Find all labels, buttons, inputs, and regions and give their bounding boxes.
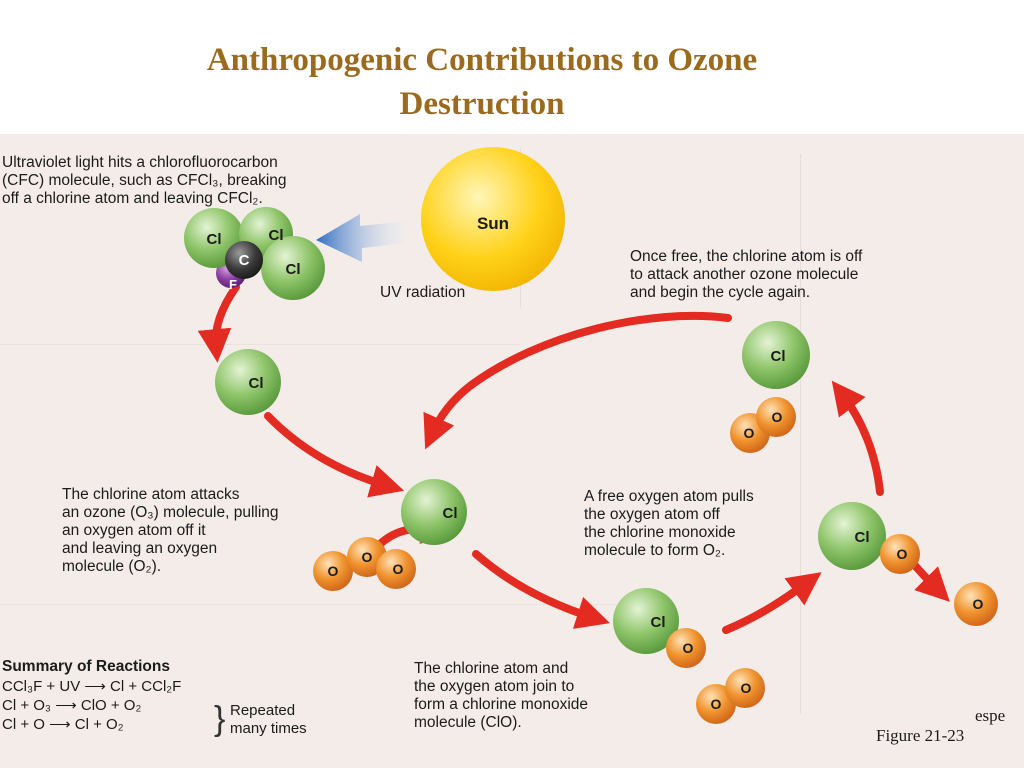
o-label: O	[772, 409, 783, 425]
slide-title: Anthropogenic Contributions to Ozone Des…	[0, 38, 964, 126]
caption-line: Once free, the chlorine atom is off	[630, 248, 863, 265]
arrow-to-clo	[472, 550, 611, 629]
caption-line: The chlorine atom and	[414, 660, 569, 677]
brace-icon: }	[214, 700, 226, 738]
cl-label: Cl	[443, 505, 458, 522]
arrow-clo-to-free-o	[722, 572, 822, 634]
summary-title: Summary of Reactions	[2, 658, 170, 675]
repeated-line: many times	[230, 720, 307, 737]
caption-free-chlorine: Once free, the chlorine atom is off to a…	[630, 248, 862, 302]
arrow-o2-released	[908, 558, 950, 602]
reaction-equation-1: CCl₃F + UV ⟶ Cl + CCl₂F	[2, 678, 182, 695]
caption-line: The chlorine atom attacks	[62, 486, 240, 503]
caption-line: an ozone (O₃) molecule, pulling	[62, 504, 279, 521]
repeated-line: Repeated	[230, 702, 296, 719]
uv-arrow	[316, 214, 418, 262]
figure-label: Figure 21-23	[876, 726, 965, 745]
arrow-cfc-to-cl	[197, 283, 240, 363]
caption-line: the oxygen atom join to	[414, 678, 575, 695]
caption-line: (CFC) molecule, such as CFCl₃, breaking	[2, 172, 287, 189]
caption-line: the chlorine monoxide	[584, 524, 736, 541]
free-chlorine-left	[215, 349, 281, 415]
f-label: F	[229, 277, 237, 292]
chlorine-atom	[215, 349, 281, 415]
title-line-1: Anthropogenic Contributions to Ozone	[206, 42, 758, 78]
chlorine-atom	[818, 502, 886, 570]
caption-line: and leaving an oxygen	[62, 540, 218, 557]
o-label: O	[362, 549, 373, 565]
margin-text: espe	[975, 706, 1006, 725]
caption-line: Ultraviolet light hits a chlorofluorocar…	[2, 154, 278, 171]
caption-line: to attack another ozone molecule	[630, 266, 859, 283]
oxygen-atom	[376, 549, 416, 589]
oxygen-atom	[880, 534, 920, 574]
chlorine-monoxide-molecule	[613, 588, 706, 668]
o-label: O	[683, 640, 694, 656]
caption-uv-hit: Ultraviolet light hits a chlorofluorocar…	[2, 154, 287, 208]
o-label: O	[711, 696, 722, 712]
sun-icon	[421, 147, 565, 291]
cfc-molecule	[184, 207, 325, 300]
cl-label: Cl	[207, 231, 222, 248]
caption-line: the oxygen atom off	[584, 506, 720, 523]
oxygen-molecule-bottom	[696, 668, 765, 724]
caption-chlorine-attacks: The chlorine atom attacks an ozone (O₃) …	[62, 486, 279, 576]
caption-line: A free oxygen atom pulls	[584, 488, 754, 505]
sun-group	[421, 147, 565, 291]
atom-labels: Sun Cl Cl Cl C F Cl Cl O O O Cl O O O Cl…	[207, 214, 984, 712]
ozone-cycle-figure: Sun Cl Cl Cl C F Cl Cl O O O Cl O O O Cl…	[0, 134, 1024, 768]
chlorine-attacking-ozone	[313, 479, 467, 591]
reaction-equation-2: Cl + O₃ ⟶ ClO + O₂	[2, 697, 142, 714]
o-label: O	[393, 561, 404, 577]
cl-label: Cl	[269, 227, 284, 244]
repeated-note: Repeated many times	[230, 702, 307, 738]
uv-arrow-icon	[316, 214, 418, 262]
o-label: O	[741, 680, 752, 696]
chlorine-atom	[742, 321, 810, 389]
title-line-2: Destruction	[399, 86, 565, 122]
reaction-equation-3: Cl + O ⟶ Cl + O₂	[2, 716, 124, 733]
cl-label: Cl	[286, 261, 301, 278]
chlorine-monoxide-right	[818, 502, 998, 626]
c-label: C	[239, 252, 250, 269]
arrow-to-free-cl	[831, 380, 884, 496]
uv-radiation-label: UV radiation	[380, 284, 465, 301]
caption-line: and begin the cycle again.	[630, 284, 811, 301]
caption-chlorine-joins: The chlorine atom and the oxygen atom jo…	[414, 660, 588, 732]
arrow-cl-to-ozone	[264, 412, 405, 498]
free-chlorine-right	[742, 321, 810, 389]
o-label: O	[897, 546, 908, 562]
o-label: O	[328, 563, 339, 579]
caption-line: off a chlorine atom and leaving CFCl₂.	[2, 190, 263, 207]
caption-oxygen-pulls: A free oxygen atom pulls the oxygen atom…	[584, 488, 754, 560]
oxygen-atom	[756, 397, 796, 437]
chlorine-atom	[261, 236, 325, 300]
chlorine-atom	[401, 479, 467, 545]
caption-line: molecule (ClO).	[414, 714, 522, 731]
caption-line: form a chlorine monoxide	[414, 696, 589, 713]
chlorine-atom	[613, 588, 679, 654]
cl-label: Cl	[651, 614, 666, 631]
oxygen-atom	[313, 551, 353, 591]
caption-line: molecule (O₂).	[62, 558, 162, 575]
oxygen-atom	[666, 628, 706, 668]
cycle-art: Sun Cl Cl Cl C F Cl Cl O O O Cl O O O Cl…	[184, 147, 998, 724]
sun-label: Sun	[477, 214, 509, 233]
free-oxygen-atom	[954, 582, 998, 626]
cl-label: Cl	[771, 348, 786, 365]
caption-line: an oxygen atom off it	[62, 522, 206, 539]
oxygen-molecule-right	[730, 397, 796, 453]
o-label: O	[973, 596, 984, 612]
cl-label: Cl	[855, 529, 870, 546]
oxygen-atom	[725, 668, 765, 708]
o-label: O	[744, 425, 755, 441]
cl-label: Cl	[249, 375, 264, 392]
arrow-cycle-again	[423, 311, 732, 450]
carbon-atom	[225, 241, 263, 279]
caption-line: molecule to form O₂.	[584, 542, 726, 559]
